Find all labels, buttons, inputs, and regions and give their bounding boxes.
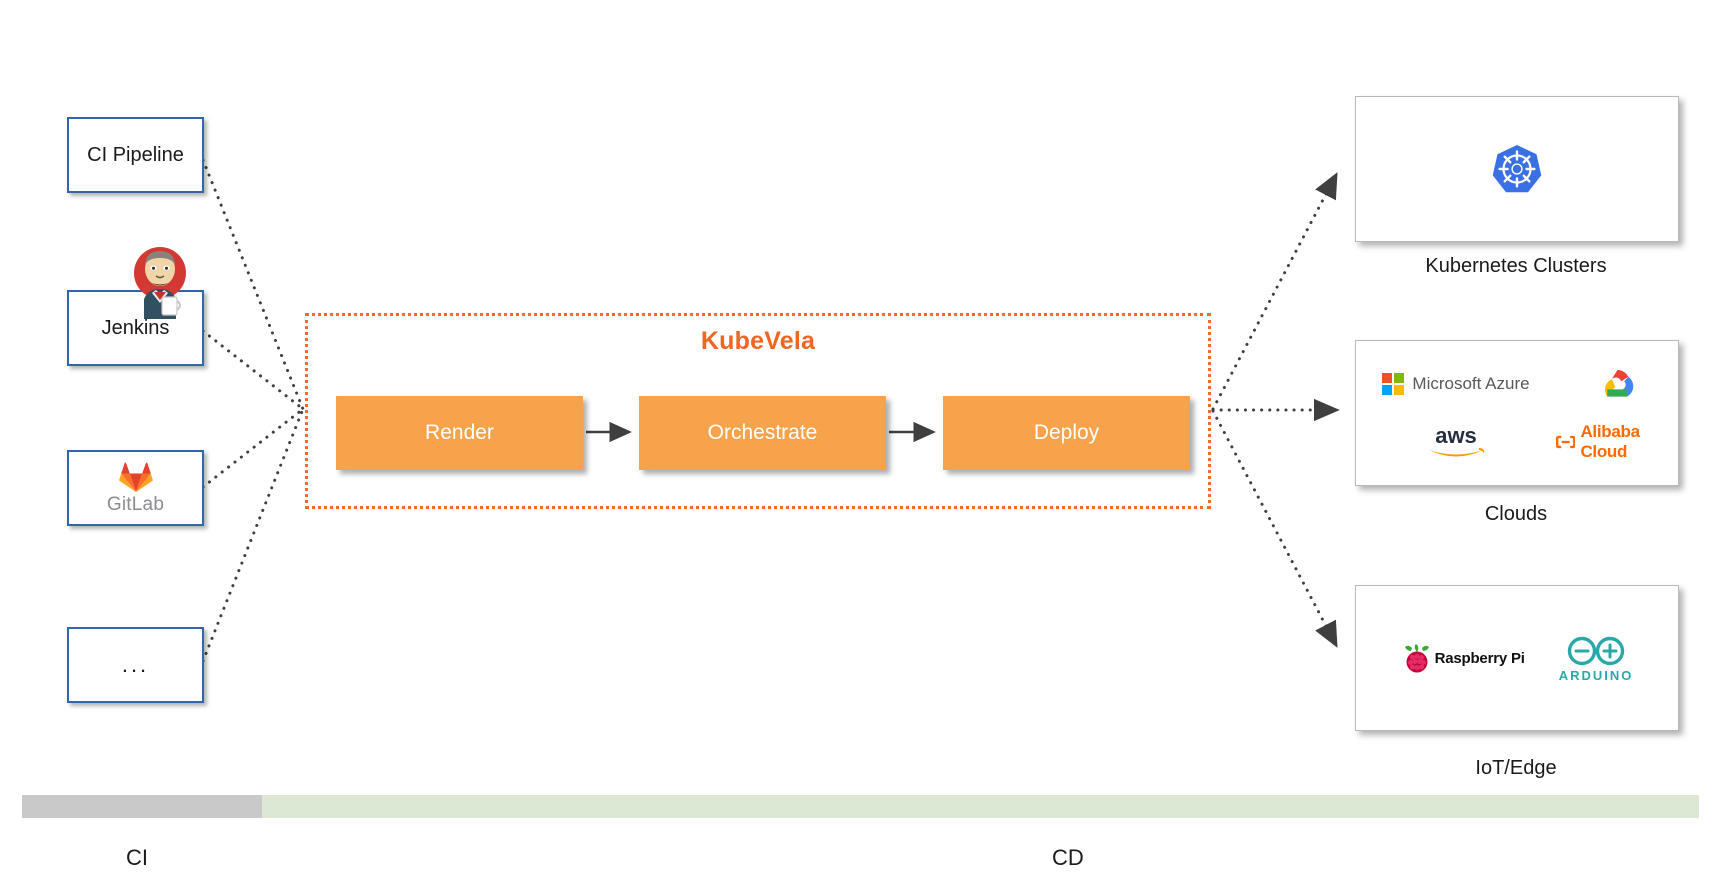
raspberry-pi-icon: [1404, 644, 1429, 673]
gitlab-icon: [118, 462, 153, 492]
source-box-jenkins[interactable]: Jenkins: [67, 290, 204, 366]
source-box-gitlab[interactable]: GitLab: [67, 450, 204, 526]
microsoft-azure-wordmark: Microsoft Azure: [1412, 374, 1530, 393]
phase-label-cd: CD: [1052, 845, 1084, 870]
phase-bar-cd: [262, 795, 1699, 818]
target-panel-clouds[interactable]: Microsoft Azure aws: [1355, 340, 1679, 486]
google-cloud-icon: [1604, 370, 1634, 397]
kubevela-title: KubeVela: [700, 327, 816, 355]
phase-bar-ci: [22, 795, 262, 818]
raspberry-pi-wordmark: Raspberry Pi: [1434, 649, 1525, 667]
kubernetes-icon: [1492, 145, 1542, 193]
stage-deploy[interactable]: Deploy: [943, 396, 1190, 470]
arduino-lockup: ARDUINO: [1559, 634, 1634, 683]
target-panel-iot-edge[interactable]: Raspberry Pi ARDUINO: [1355, 585, 1679, 731]
microsoft-azure-lockup: Microsoft Azure: [1382, 373, 1530, 395]
arduino-wordmark: ARDUINO: [1558, 667, 1634, 683]
cloud-logo-grid: Microsoft Azure aws: [1356, 355, 1678, 471]
source-label: Jenkins: [101, 316, 170, 339]
kubevela-container: [305, 313, 1211, 509]
aws-icon: aws: [1429, 424, 1485, 457]
microsoft-azure-icon: [1382, 373, 1405, 395]
aws-wordmark: aws: [1435, 424, 1477, 448]
aws-lockup: aws: [1421, 424, 1491, 460]
jenkins-icon: [134, 247, 186, 319]
target-panel-kubernetes[interactable]: [1355, 96, 1679, 242]
stage-render[interactable]: Render: [336, 396, 583, 470]
target-label-iot-edge: IoT/Edge: [1475, 757, 1557, 779]
gitlab-wordmark: GitLab: [106, 493, 165, 515]
stage-label: Orchestrate: [707, 421, 818, 444]
alibaba-cloud-wordmark: Alibaba Cloud: [1580, 422, 1640, 461]
target-label-kubernetes: Kubernetes Clusters: [1425, 255, 1607, 277]
stage-label: Deploy: [1033, 421, 1100, 444]
source-box-ci-pipeline[interactable]: CI Pipeline: [67, 117, 204, 193]
raspberry-pi-lockup: Raspberry Pi: [1401, 642, 1525, 674]
source-box-other[interactable]: ...: [67, 627, 204, 703]
stage-orchestrate[interactable]: Orchestrate: [639, 396, 886, 470]
phase-label-ci: CI: [126, 845, 148, 870]
target-label-clouds: Clouds: [1484, 503, 1548, 525]
alibaba-cloud-icon: [1556, 435, 1576, 449]
gitlab-lockup: GitLab: [107, 461, 164, 516]
source-label: CI Pipeline: [87, 143, 184, 166]
source-label: ...: [121, 652, 150, 677]
alibaba-cloud-lockup: Alibaba Cloud: [1556, 422, 1678, 462]
iot-logo-grid: Raspberry Pi ARDUINO: [1401, 634, 1634, 683]
arduino-icon: [1567, 636, 1625, 665]
stage-label: Render: [425, 421, 494, 444]
